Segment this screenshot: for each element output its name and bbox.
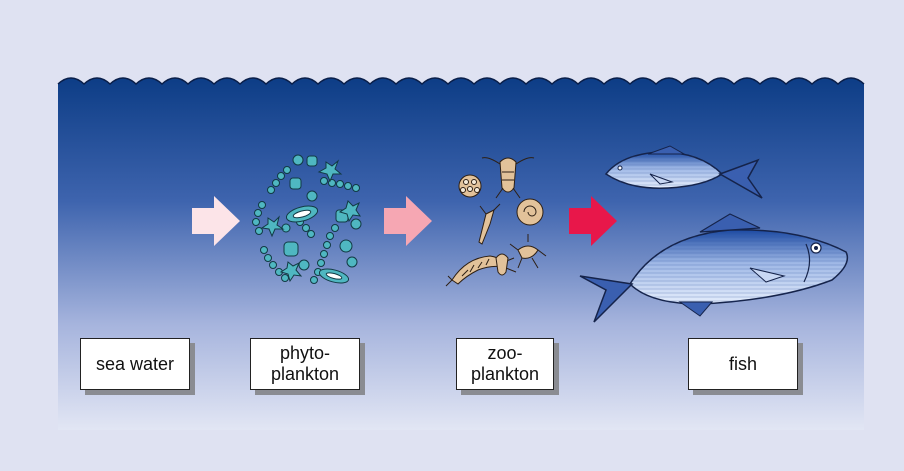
- label-zooplankton-line-1: zoo-: [487, 343, 522, 364]
- label-fish-text: fish: [729, 354, 757, 375]
- label-sea-water-text: sea water: [96, 354, 174, 375]
- label-zooplankton-line-2: plankton: [471, 364, 539, 385]
- label-zooplankton: zoo- plankton: [456, 338, 554, 390]
- label-sea-water: sea water: [80, 338, 190, 390]
- label-phytoplankton: phyto- plankton: [250, 338, 360, 390]
- label-phytoplankton-line-2: plankton: [271, 364, 339, 385]
- label-fish: fish: [688, 338, 798, 390]
- label-phytoplankton-line-1: phyto-: [280, 343, 330, 364]
